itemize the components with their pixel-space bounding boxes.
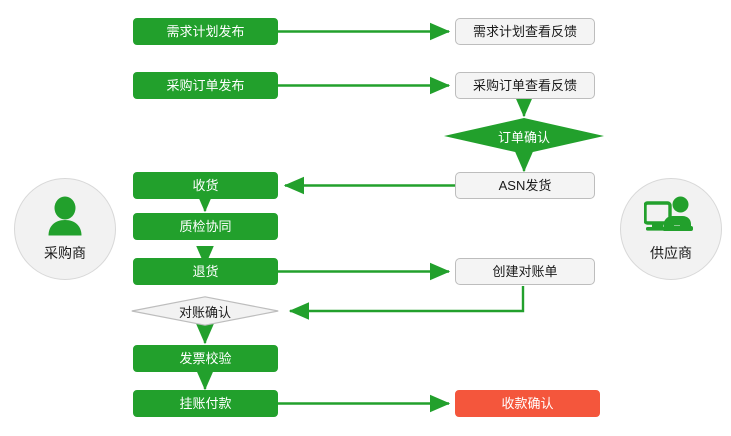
actor-buyer[interactable]: 采购商 xyxy=(14,178,116,280)
node-create-statement-label: 创建对账单 xyxy=(492,264,558,279)
node-payment-posting-label: 挂账付款 xyxy=(179,396,232,411)
person-at-computer-icon xyxy=(643,196,698,240)
node-demand-plan-publish[interactable]: 需求计划发布 xyxy=(133,18,278,45)
node-demand-plan-feedback[interactable]: 需求计划查看反馈 xyxy=(455,18,595,45)
node-order-confirm[interactable]: 订单确认 xyxy=(444,118,604,154)
node-po-publish-label: 采购订单发布 xyxy=(166,78,245,93)
person-icon xyxy=(42,196,88,240)
edge-create-statement-to-statement-confirm xyxy=(288,286,525,320)
node-asn-shipment-label: ASN发货 xyxy=(498,178,552,193)
node-po-publish[interactable]: 采购订单发布 xyxy=(133,72,278,99)
node-return-goods-label: 退货 xyxy=(192,264,219,279)
node-asn-shipment[interactable]: ASN发货 xyxy=(455,172,595,199)
node-payment-confirm-label: 收款确认 xyxy=(501,396,554,411)
node-invoice-verify-label: 发票校验 xyxy=(179,351,232,366)
node-goods-receipt-label: 收货 xyxy=(192,178,219,193)
actor-supplier[interactable]: 供应商 xyxy=(620,178,722,280)
node-quality-collab[interactable]: 质检协同 xyxy=(133,213,278,240)
node-goods-receipt[interactable]: 收货 xyxy=(133,172,278,199)
node-invoice-verify[interactable]: 发票校验 xyxy=(133,345,278,372)
node-po-feedback-label: 采购订单查看反馈 xyxy=(472,78,577,93)
node-payment-posting[interactable]: 挂账付款 xyxy=(133,390,278,417)
node-return-goods[interactable]: 退货 xyxy=(133,258,278,285)
node-demand-plan-feedback-label: 需求计划查看反馈 xyxy=(472,24,577,39)
node-order-confirm-label: 订单确认 xyxy=(497,129,550,145)
node-quality-collab-label: 质检协同 xyxy=(179,219,232,234)
actor-buyer-label: 采购商 xyxy=(44,244,86,261)
node-po-feedback[interactable]: 采购订单查看反馈 xyxy=(455,72,595,99)
node-statement-confirm[interactable]: 对账确认 xyxy=(131,296,279,326)
node-statement-confirm-label: 对账确认 xyxy=(178,304,231,320)
node-create-statement[interactable]: 创建对账单 xyxy=(455,258,595,285)
node-payment-confirm[interactable]: 收款确认 xyxy=(455,390,600,417)
node-demand-plan-publish-label: 需求计划发布 xyxy=(166,24,245,39)
actor-supplier-label: 供应商 xyxy=(650,244,692,261)
